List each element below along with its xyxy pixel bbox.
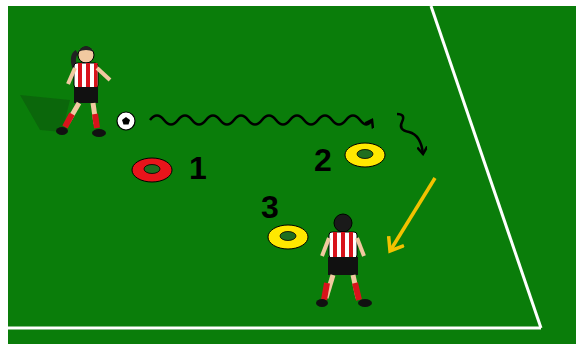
cone-yellow	[268, 225, 308, 249]
pass-arrow	[390, 178, 435, 251]
callout-number: 1	[189, 152, 207, 184]
cone-red	[132, 158, 172, 182]
player-dribbling	[20, 46, 110, 137]
goal-line	[8, 327, 541, 330]
callout-number: 2	[314, 144, 332, 176]
pitch	[8, 6, 576, 344]
cone-yellow	[345, 143, 385, 167]
dribble-arrow	[150, 116, 372, 125]
touch-line	[431, 6, 541, 328]
callout-number: 3	[261, 191, 279, 223]
player-receiving	[316, 214, 372, 307]
turn-arrow	[397, 114, 423, 154]
ball	[117, 112, 135, 130]
